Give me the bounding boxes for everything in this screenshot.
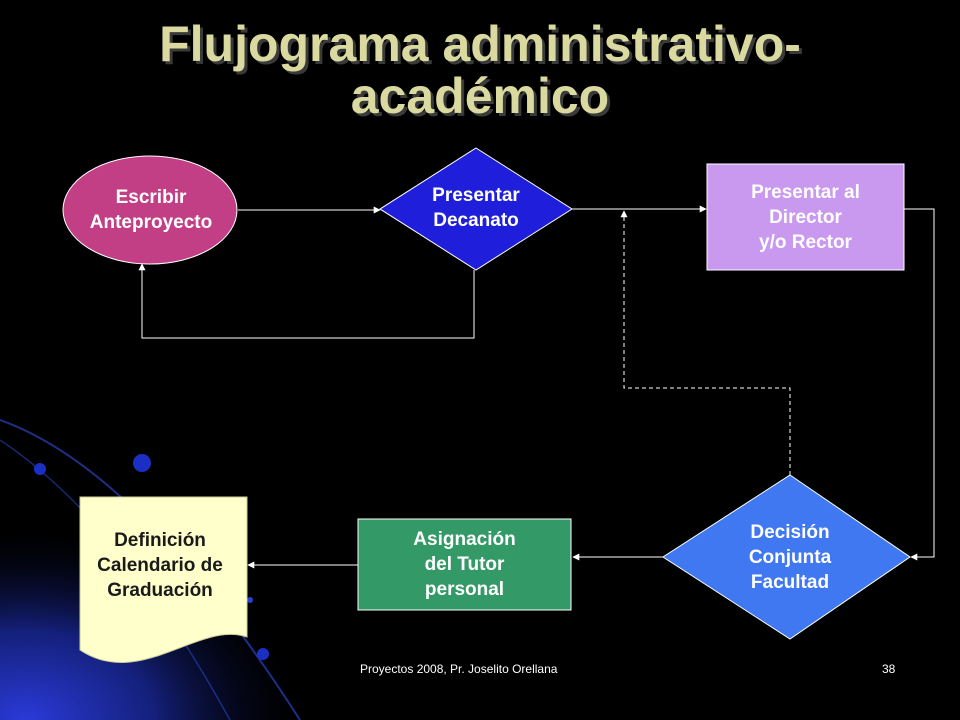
node-definicion-document [79,496,248,663]
footer-text: Proyectos 2008, Pr. Joselito Orellana [360,662,558,676]
node-definicion-label: Definición Calendario de Graduación [74,520,246,610]
page-number: 38 [882,662,896,676]
connector-decanato-back-to-escribir [138,263,475,339]
definicion-line-2: Calendario de [97,554,223,576]
decision-line-2: Conjunta [748,546,832,568]
director-line-3: y/o Rector [759,231,852,253]
decanato-line-2: Decanato [433,210,519,231]
decision-line-1: Decisión [750,521,830,543]
node-asignacion-box [357,518,572,611]
escribir-line-1: Escribir [115,187,187,208]
title-line-1: Flujograma administrativo- [159,16,801,72]
definicion-line-1: Definición [114,529,206,551]
node-presentar-director-label: Presentar al Director y/o Rector [707,164,904,270]
asignacion-line-3: personal [424,579,505,600]
connector-decision-feedback-dashed [620,210,791,475]
decor-dot [133,454,151,472]
node-presentar-decanato-label: Presentar Decanato [396,172,556,244]
asignacion-line-1: Asignación [413,529,516,550]
node-decision-label: Decisión Conjunta Facultad [700,510,880,604]
director-line-2: Director [769,206,842,228]
node-decision-diamond [662,474,911,640]
node-presentar-decanato-diamond [379,147,573,271]
asignacion-line-2: del Tutor [424,554,505,575]
node-presentar-director-box [706,163,905,271]
escribir-line-2: Anteproyecto [89,212,213,233]
title-line-2: académico [350,68,610,124]
node-escribir-ellipse [62,155,238,265]
director-line-1: Presentar al [751,181,860,203]
definicion-line-3: Graduación [107,579,213,601]
connector-director-to-decision [904,208,935,561]
decor-dot [247,597,253,603]
decor-dot [257,648,269,660]
decor-dot [34,463,46,475]
decision-line-3: Facultad [750,571,830,593]
node-asignacion-label: Asignación del Tutor personal [358,519,571,610]
slide-title: Flujograma administrativo- académico [80,18,880,122]
decanato-line-1: Presentar [432,185,520,206]
node-escribir-label: Escribir Anteproyecto [66,170,236,250]
